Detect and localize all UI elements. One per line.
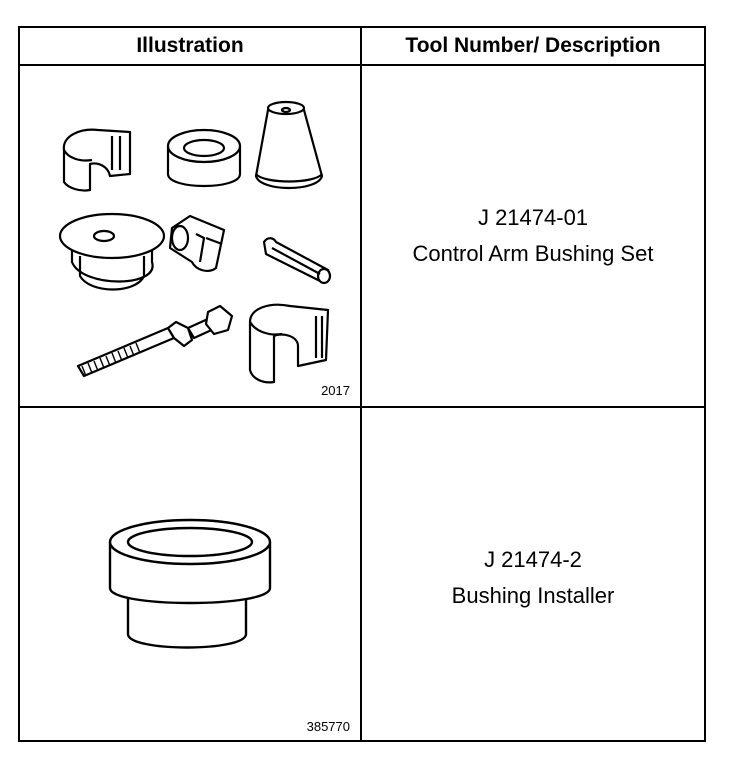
bushing-set-drawing (58, 100, 332, 384)
header-divider (20, 64, 704, 66)
header-tool-description: Tool Number/ Description (405, 34, 661, 57)
installer-icon (108, 518, 272, 649)
figure-number: 2017 (321, 383, 350, 398)
row-divider (20, 406, 704, 408)
column-divider (360, 28, 362, 740)
illustration-bushing-set: 2017 (20, 66, 360, 406)
tool-number: J 21474-2 (484, 547, 582, 572)
tool-description-1: J 21474-01 Control Arm Bushing Set (362, 200, 704, 272)
small-sleeve-icon (168, 214, 226, 272)
receiver-ring-icon (166, 128, 242, 188)
tool-name: Control Arm Bushing Set (412, 241, 654, 266)
tool-table: Illustration Tool Number/ Description (18, 26, 706, 742)
split-sleeve-large-icon (248, 303, 330, 384)
cone-spacer-icon (254, 100, 324, 190)
pin-icon (262, 237, 332, 285)
split-sleeve-icon (62, 128, 132, 192)
tool-name: Bushing Installer (451, 583, 615, 608)
header-illustration: Illustration (136, 34, 244, 57)
bushing-installer-drawing (108, 518, 272, 649)
tool-number: J 21474-01 (477, 205, 589, 230)
flanged-bushing-icon (58, 212, 166, 291)
tool-description-2: J 21474-2 Bushing Installer (362, 542, 704, 614)
figure-number: 385770 (306, 719, 350, 734)
illustration-bushing-installer: 385770 (20, 408, 360, 740)
threaded-bolt-icon (76, 304, 234, 378)
